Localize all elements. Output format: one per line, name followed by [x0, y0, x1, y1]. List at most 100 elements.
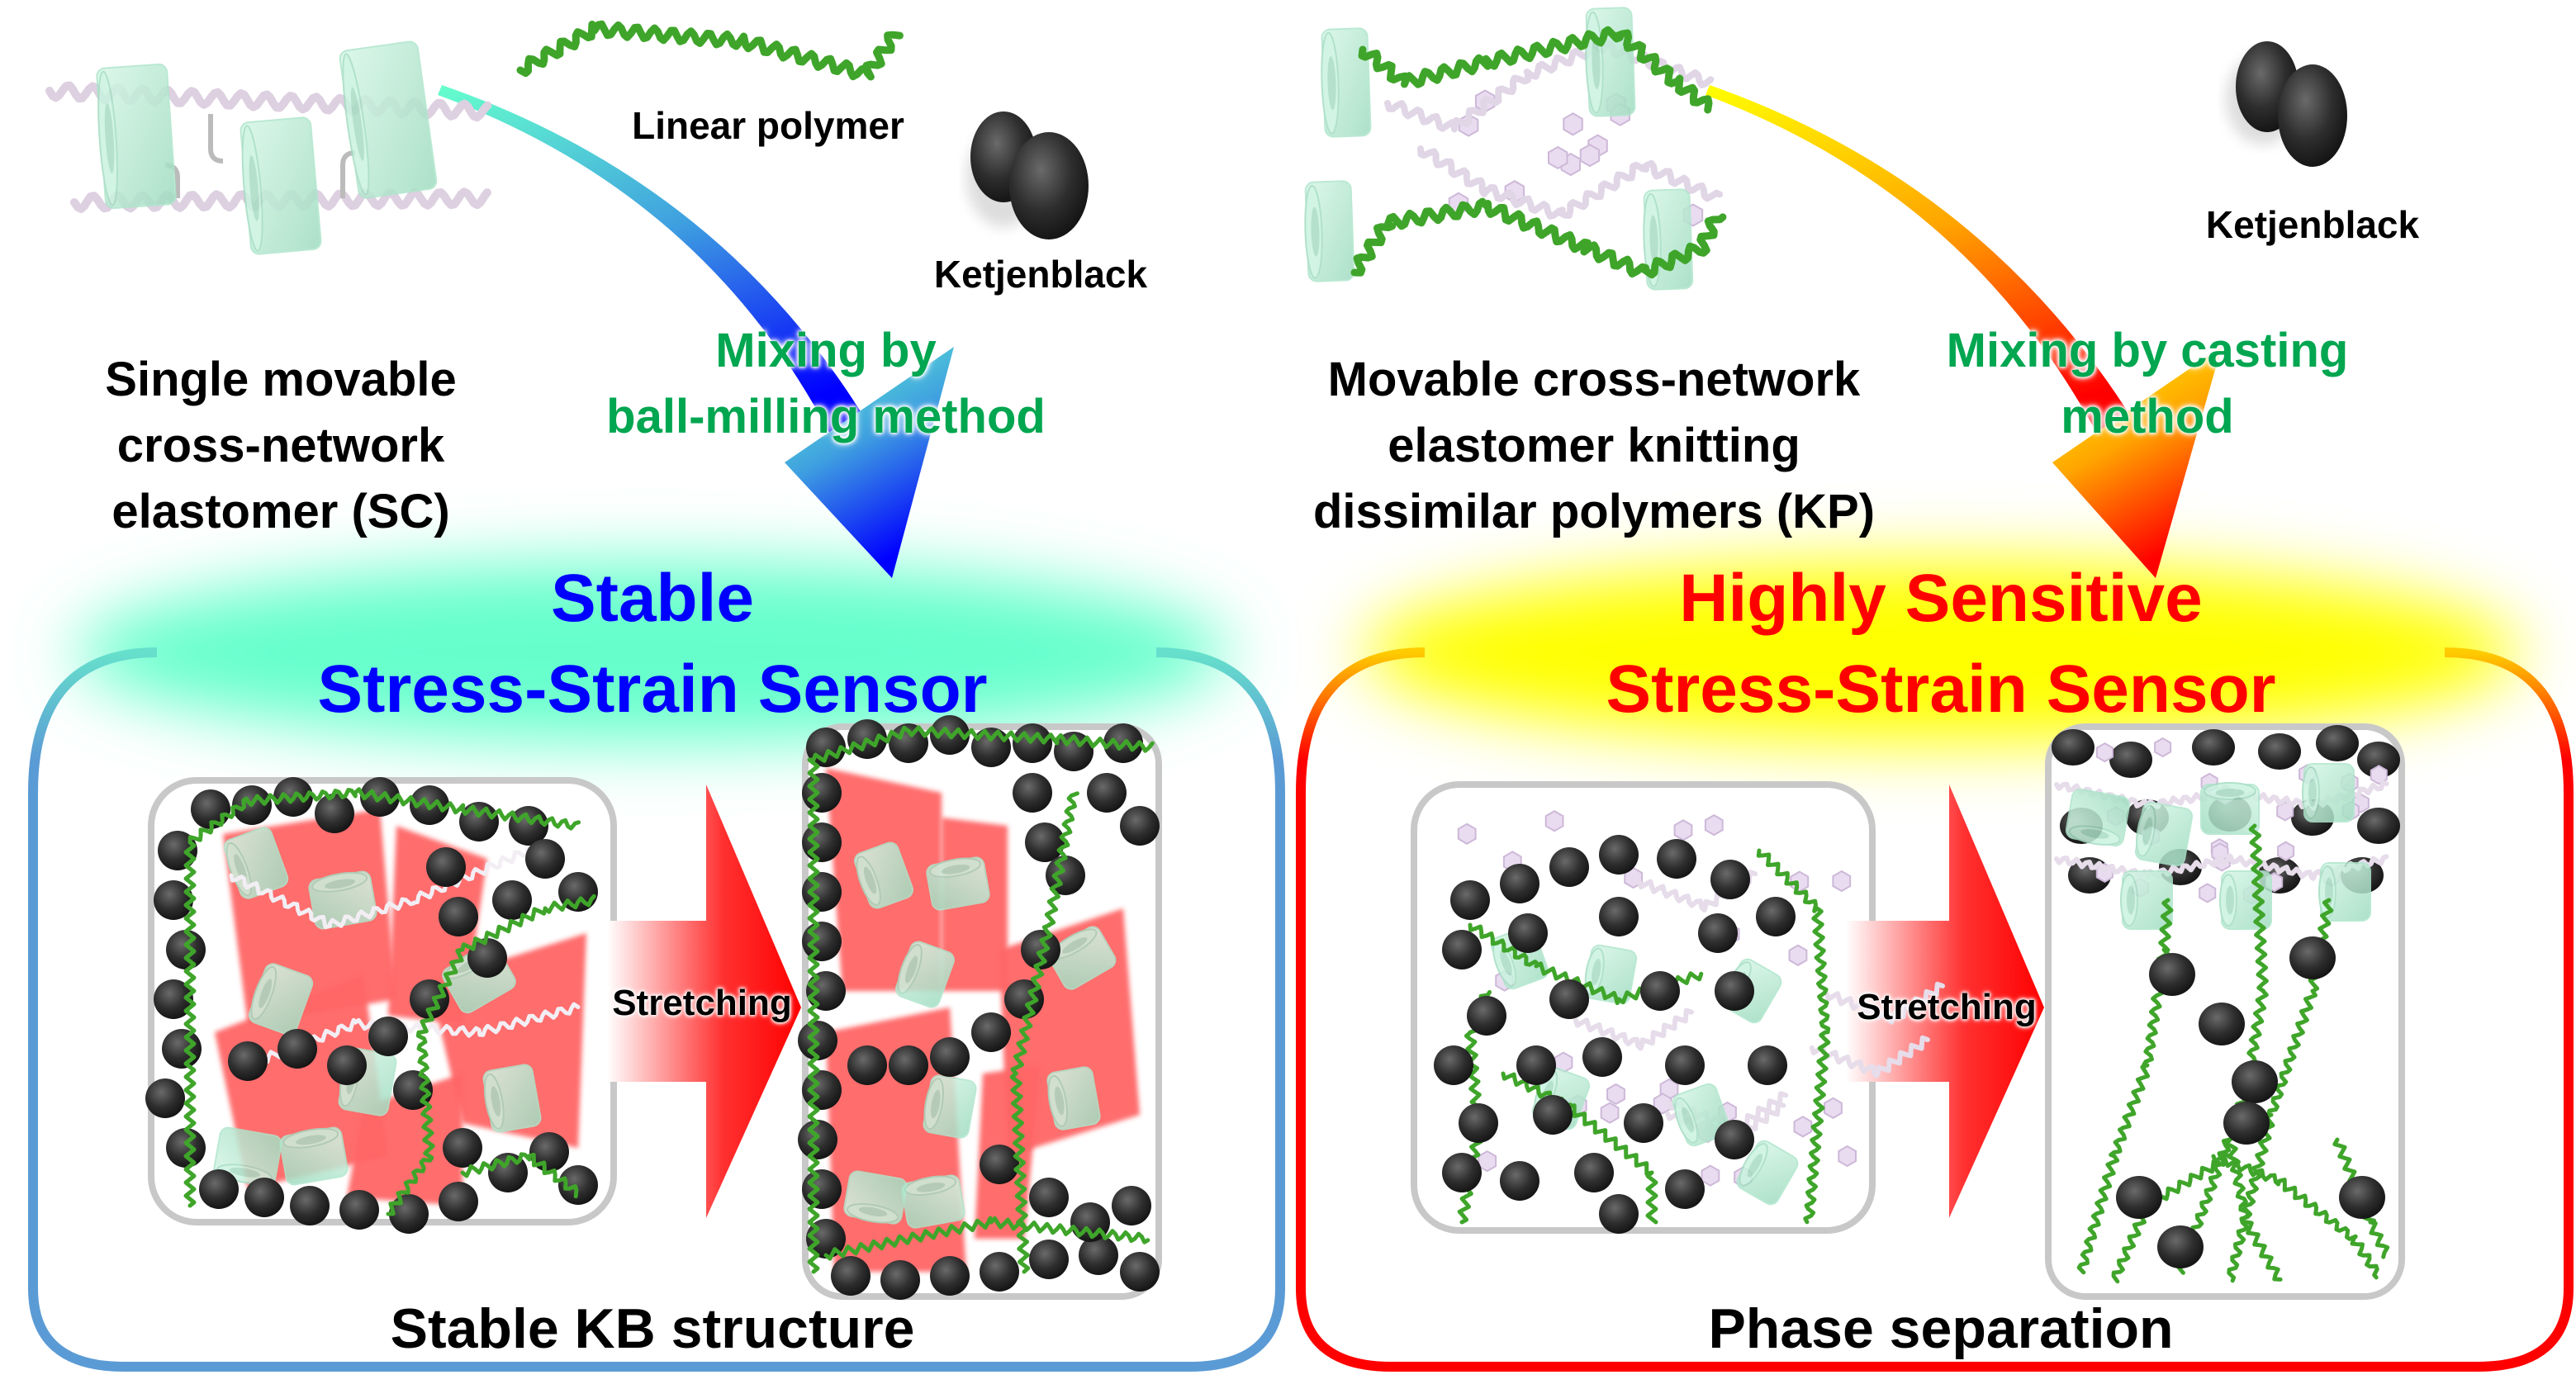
ketjenblack-particle: [1516, 1045, 1556, 1085]
ketjenblack-particle: [1508, 913, 1548, 953]
cyclodextrin-ring-icon: [279, 1126, 349, 1186]
left-panel-border: [28, 647, 1285, 1372]
ketjenblack-particle: [426, 847, 466, 887]
ketjenblack-particle: [290, 1186, 330, 1225]
left-stretching-label: Stretching: [612, 983, 792, 1023]
crosslink: [208, 114, 224, 164]
crosslinked-chain: [1573, 1007, 1695, 1051]
ketjenblack-particle: [368, 1017, 408, 1056]
kp-label-line-2: elastomer knitting: [1388, 419, 1800, 472]
right-headline: Highly Sensitive Stress-Strain Sensor: [1478, 553, 2403, 735]
benzene-ring-icon: [1701, 1164, 1720, 1187]
right-stretching-label: Stretching: [1857, 987, 2037, 1027]
casting-method-label: Mixing by casting method: [1858, 318, 2436, 450]
ketjenblack-particle: [2223, 1102, 2270, 1145]
ketjenblack-particle: [1710, 860, 1750, 899]
benzene-ring-icon: [1544, 810, 1564, 832]
ketjenblack-particle: [1112, 1186, 1151, 1225]
cyclodextrin-ring-icon: [1047, 926, 1117, 990]
casting-line-1: Mixing by casting: [1946, 324, 2349, 377]
linear-polymer-chain: [1358, 26, 1713, 114]
cyclodextrin-ring-icon: [2302, 763, 2355, 822]
right-mixing-arrow: [1705, 85, 2222, 578]
kp-material-label: Movable cross-network elastomer knitting…: [1264, 347, 1924, 545]
ketjenblack-particle: [158, 831, 197, 870]
benzene-ring-icon: [2095, 742, 2113, 763]
benzene-ring-icon: [1563, 112, 1583, 136]
left-headline-line-2: Stress-Strain Sensor: [317, 652, 988, 727]
ketjenblack-particle: [1665, 1169, 1705, 1209]
ball-milling-line-2: ball-milling method: [606, 390, 1046, 443]
ketjenblack-particle: [1715, 971, 1754, 1011]
cyclodextrin-ring-icon: [482, 1064, 542, 1133]
ketjenblack-particle: [1450, 880, 1490, 920]
polymer-chain: [1384, 40, 1715, 133]
polymer-chain: [1417, 145, 1724, 220]
sc-label-line-1: Single movable: [105, 353, 457, 406]
linear-polymer-chain: [2211, 1154, 2379, 1280]
ketjenblack-particle: [2258, 733, 2301, 770]
linear-polymer-chain: [386, 894, 596, 1216]
linear-polymer-chain: [183, 787, 581, 1208]
cyclodextrin-ring-icon: [96, 63, 177, 210]
ketjenblack-particle: [145, 1078, 185, 1118]
left-headline: Stable Stress-Strain Sensor: [198, 553, 1107, 735]
linear-polymer-chain: [1350, 197, 1727, 279]
ketjenblack-particle: [439, 897, 478, 936]
ketjenblack-particle: [315, 794, 354, 833]
ketjenblack-particle: [327, 1045, 367, 1085]
sc-label-line-3: elastomer (SC): [111, 485, 450, 538]
ketjenblack-particle: [889, 1045, 928, 1085]
linear-polymer-label: Linear polymer: [632, 104, 904, 147]
ketjenblack-particle: [525, 839, 565, 879]
benzene-ring-icon: [1838, 1145, 1857, 1168]
benzene-ring-icon: [1653, 1093, 1672, 1115]
benzene-ring-icon: [1579, 143, 1601, 168]
linear-polymer-icon: [516, 20, 904, 81]
ketjenblack-particle: [1467, 996, 1506, 1036]
left-headline-glow: [74, 562, 1231, 743]
linear-polymer-chain: [823, 1216, 1150, 1261]
ketjenblack-particle: [459, 802, 499, 841]
linear-polymer-chain: [807, 725, 1155, 1274]
ketjenblack-particle: [831, 1256, 871, 1296]
ketjenblack-particle: [2339, 1176, 2385, 1219]
cyclodextrin-ring-icon: [339, 40, 438, 199]
ketjenblack-particle: [2289, 936, 2336, 979]
cyclodextrin-ring-icon: [1585, 7, 1636, 117]
right-panel-border: [1296, 647, 2574, 1372]
ketjenblack-particle: [1025, 822, 1065, 862]
ketjenblack-particle: [1021, 930, 1060, 969]
cyclodextrin-ring-icon: [923, 1074, 977, 1139]
benzene-ring-icon: [1457, 822, 1477, 845]
ketjenblack-particle: [492, 880, 532, 920]
ketjenblack-particle: [2157, 1225, 2204, 1268]
cyclodextrin-ring-icon: [926, 856, 990, 911]
ketjenblack-particle: [980, 1252, 1019, 1292]
ketjenblack-particle: [1013, 773, 1052, 813]
ketjenblack-particle: [2052, 729, 2094, 766]
ketjenblack-particle: [930, 1037, 970, 1077]
right-headline-line-2: Stress-Strain Sensor: [1606, 652, 2276, 727]
sc-kb-composite-after: [798, 715, 1160, 1300]
ketjenblack-particle: [1120, 806, 1160, 846]
ketjenblack-particle: [802, 822, 842, 862]
ketjenblack-particle: [154, 880, 193, 920]
arrow-head: [785, 347, 954, 578]
benzene-ring-icon: [2370, 765, 2388, 785]
linear-polymer-chain: [1501, 1071, 1658, 1225]
linear-polymer-chain: [1009, 791, 1079, 1274]
linear-polymer-chain: [460, 1152, 579, 1199]
ketjenblack-particle: [1500, 1161, 1539, 1201]
ketjenblack-particle: [2357, 808, 2400, 844]
ketjenblack-particle: [467, 938, 507, 978]
benzene-ring-icon: [1793, 1116, 1813, 1138]
ketjenblack-particle: [529, 1132, 569, 1172]
ketjenblack-particle: [1599, 1194, 1639, 1234]
ketjenblack-particle: [558, 1165, 598, 1205]
ketjenblack-particle: [802, 922, 842, 961]
benzene-ring-icon: [2154, 737, 2172, 758]
arrow-head: [2052, 347, 2222, 578]
